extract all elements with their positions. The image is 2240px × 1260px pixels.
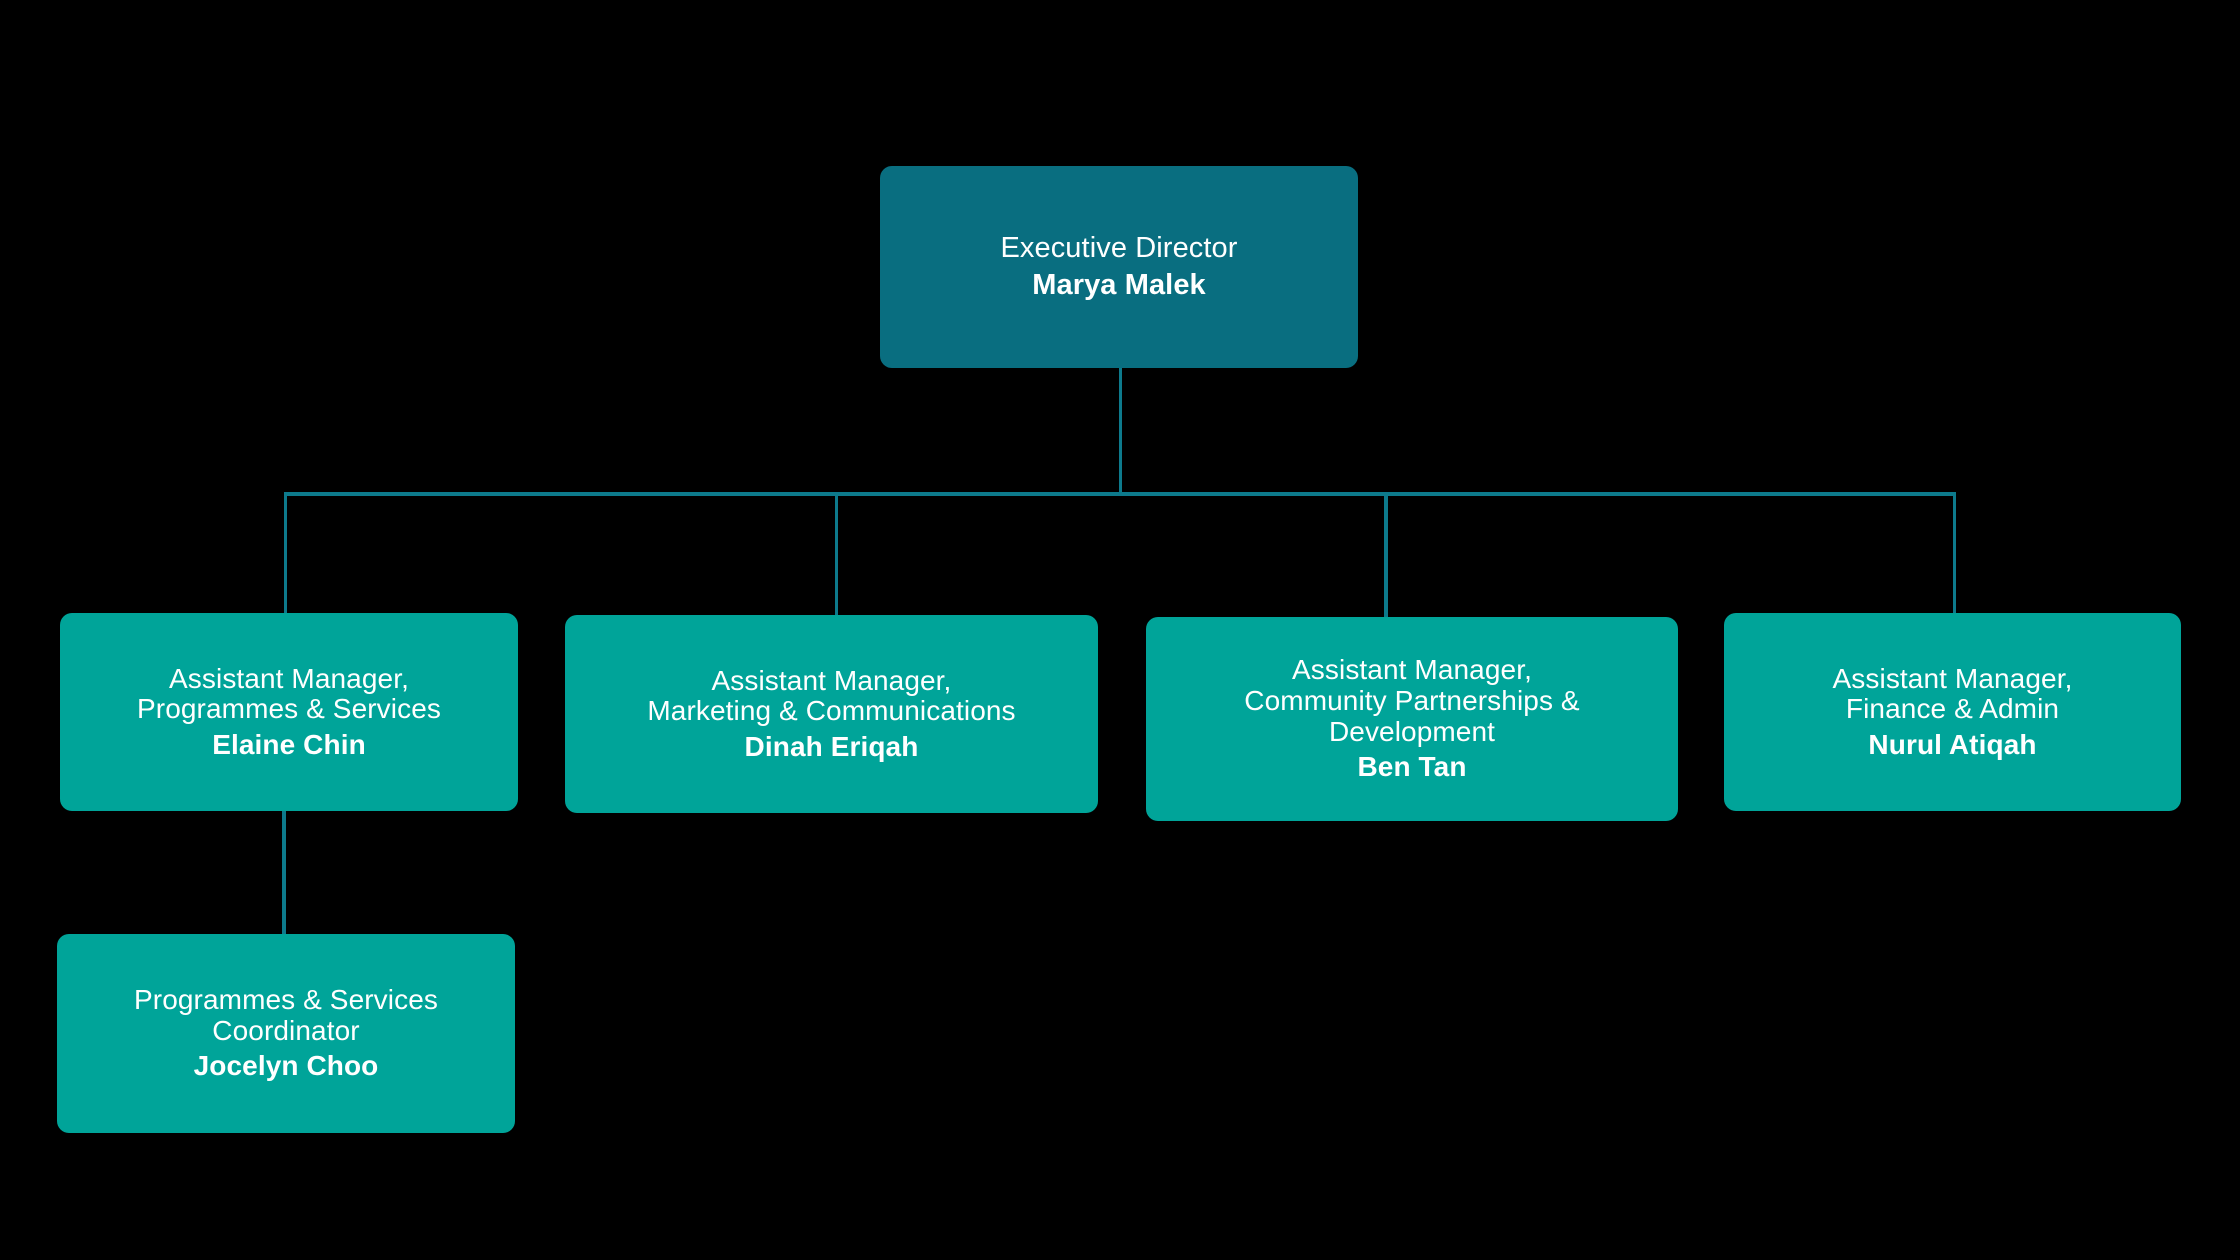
node-assistant-manager-marketing-communications[interactable]: Assistant Manager, Marketing & Communica… — [565, 615, 1098, 813]
node-title: Assistant Manager, Community Partnership… — [1244, 654, 1580, 747]
connector-horizontal-bus — [285, 492, 1956, 496]
node-person-name: Nurul Atiqah — [1868, 728, 2037, 760]
node-title: Assistant Manager, Marketing & Communica… — [647, 664, 1016, 727]
connector-drop-branch-2 — [835, 492, 838, 616]
node-person-name: Jocelyn Choo — [193, 1050, 379, 1082]
node-title: Assistant Manager, Programmes & Services — [137, 662, 441, 725]
connector-root-stem — [1119, 368, 1122, 495]
connector-drop-branch-1 — [284, 492, 287, 614]
node-assistant-manager-finance-admin[interactable]: Assistant Manager, Finance & Admin Nurul… — [1724, 613, 2181, 811]
connector-drop-branch-3 — [1384, 492, 1388, 619]
node-title: Executive Director — [1000, 231, 1238, 264]
node-executive-director[interactable]: Executive Director Marya Malek — [880, 166, 1358, 368]
node-assistant-manager-programmes-services[interactable]: Assistant Manager, Programmes & Services… — [60, 613, 518, 811]
connector-drop-leaf-1 — [282, 810, 286, 936]
connector-drop-branch-4 — [1953, 492, 1956, 614]
node-programmes-services-coordinator[interactable]: Programmes & Services Coordinator Jocely… — [57, 934, 515, 1133]
node-person-name: Elaine Chin — [212, 728, 366, 760]
node-person-name: Ben Tan — [1357, 751, 1467, 783]
node-title: Assistant Manager, Finance & Admin — [1832, 662, 2073, 725]
node-title: Programmes & Services Coordinator — [134, 984, 438, 1046]
node-person-name: Dinah Eriqah — [744, 730, 919, 762]
node-person-name: Marya Malek — [1032, 268, 1206, 301]
node-assistant-manager-community-partnerships-development[interactable]: Assistant Manager, Community Partnership… — [1146, 617, 1678, 821]
